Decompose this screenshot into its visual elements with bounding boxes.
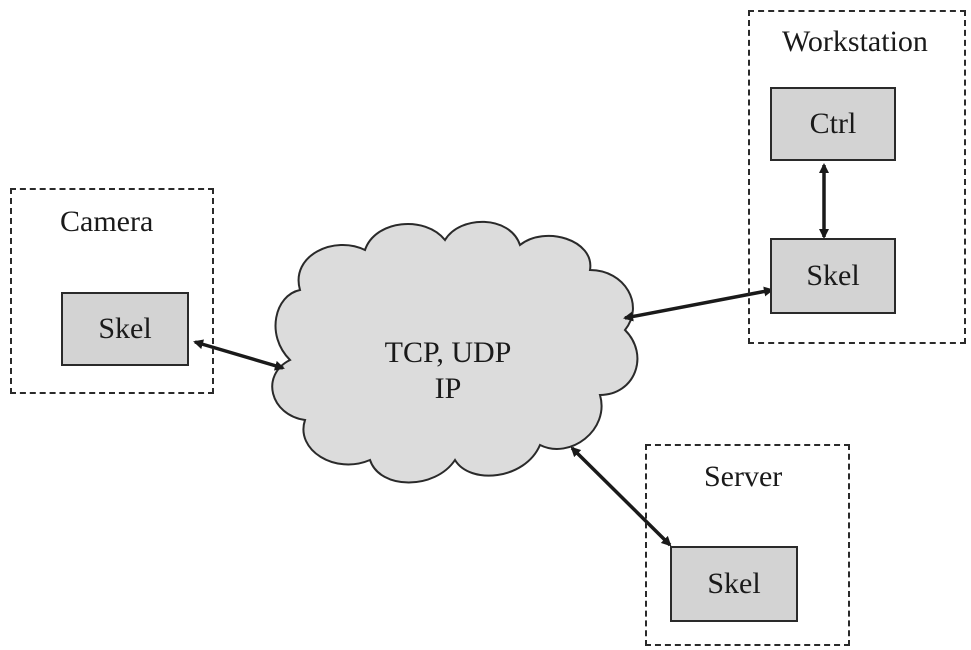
workstation-label: Workstation xyxy=(782,25,928,58)
camera-skel-label: Skel xyxy=(98,312,152,345)
camera-label: Camera xyxy=(60,205,154,238)
ip-protocol-text: IP xyxy=(434,372,462,405)
workstation-ctrl-node: Ctrl xyxy=(770,87,896,161)
server-skel-label: Skel xyxy=(707,567,761,600)
camera-skel-node: Skel xyxy=(61,292,189,366)
server-group xyxy=(645,444,850,646)
camera-group xyxy=(10,188,214,394)
workstation-skel-label: Skel xyxy=(806,259,860,292)
workstation-ctrl-label: Ctrl xyxy=(809,107,857,140)
workstation-network-arrow xyxy=(623,286,774,322)
network-cloud xyxy=(271,220,639,484)
workstation-group xyxy=(748,10,966,344)
server-label: Server xyxy=(704,460,783,493)
transport-protocols-text: TCP, UDP xyxy=(384,336,512,369)
server-network-arrow xyxy=(570,446,672,547)
camera-network-arrow xyxy=(193,339,285,371)
workstation-skel-node: Skel xyxy=(770,238,896,314)
network-protocols-label: TCP, UDP IP xyxy=(348,335,548,407)
server-skel-node: Skel xyxy=(670,546,798,622)
